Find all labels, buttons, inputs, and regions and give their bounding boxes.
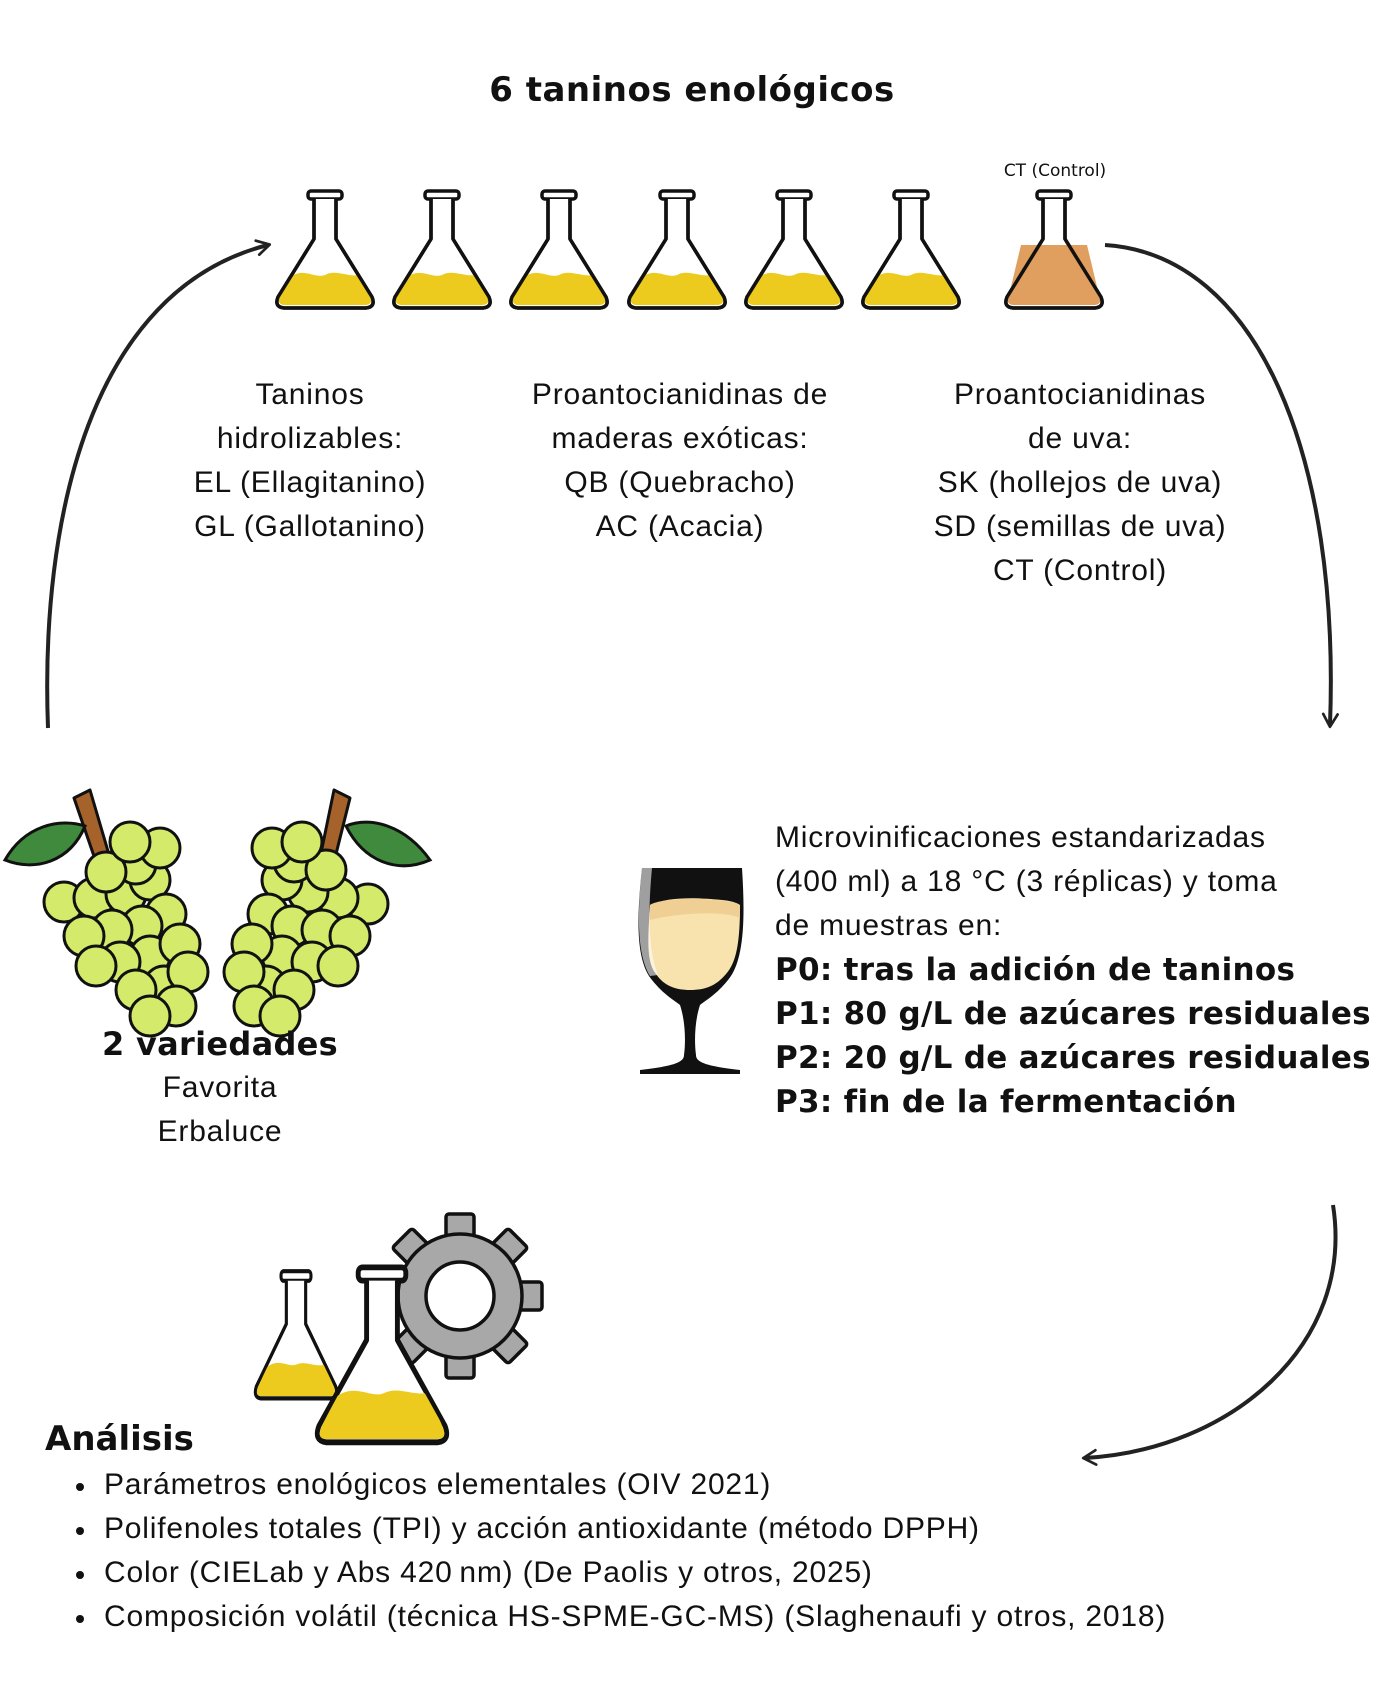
group-line: Proantocianidinas de [531, 378, 829, 411]
grape-berry [128, 994, 172, 1038]
control-flask-icon [1004, 189, 1104, 310]
tannin-flask-icon [627, 189, 727, 310]
analysis-item: Parámetros enológicos elementales (OIV 2… [70, 1463, 1166, 1507]
bullet-icon [76, 1527, 84, 1535]
analysis-item-text: Color (CIELab y Abs 420 nm) (De Paolis y… [104, 1556, 873, 1589]
micro-intro-line: (400 ml) a 18 °C (3 réplicas) y toma [775, 865, 1278, 898]
tannin-flask-icon [861, 189, 961, 310]
micro-intro-line: de muestras en: [775, 909, 1003, 942]
sampling-point: P0: tras la adición de taninos [775, 952, 1296, 988]
group-line: CT (Control) [992, 554, 1168, 587]
group-line: GL (Gallotanino) [194, 510, 426, 543]
tannin-flask-icon [744, 189, 844, 310]
tannin-flask-icon [275, 189, 375, 310]
varieties-block: 2 variedades Favorita Erbaluce [60, 1022, 380, 1154]
varieties-heading: 2 variedades [101, 1025, 339, 1063]
sampling-point: P2: 20 g/L de azúcares residuales [775, 1040, 1371, 1076]
sampling-point: P3: fin de la fermentación [775, 1084, 1237, 1120]
group-line: AC (Acacia) [595, 510, 765, 543]
arrow-icon [1081, 1204, 1338, 1466]
group-line: SK (hollejos de uva) [937, 466, 1223, 499]
diagram-title: 6 taninos enológicos [489, 70, 895, 110]
group-hydrolyzable: Taninos hidrolizables: EL (Ellagitanino)… [140, 373, 480, 549]
grape-bunch-icon [2, 788, 210, 1038]
grape-berry [258, 994, 302, 1038]
group-line: hidrolizables: [216, 422, 404, 455]
group-grape: Proantocianidinas de uva: SK (hollejos d… [900, 373, 1260, 593]
arrow-icon [45, 239, 272, 729]
grape-berry [84, 850, 128, 894]
group-line: Proantocianidinas [953, 378, 1207, 411]
grape-berry [108, 820, 152, 864]
bullet-icon [76, 1615, 84, 1623]
micro-intro-line: Microvinificaciones estandarizadas [775, 821, 1266, 854]
grape-berry [316, 944, 360, 988]
sampling-point: P1: 80 g/L de azúcares residuales [775, 996, 1371, 1032]
analysis-heading: Análisis [45, 1419, 194, 1459]
tannin-flask-icon [392, 189, 492, 310]
analysis-item: Color (CIELab y Abs 420 nm) (De Paolis y… [70, 1551, 1166, 1595]
variety-name: Erbaluce [157, 1115, 283, 1148]
group-line: EL (Ellagitanino) [193, 466, 427, 499]
group-exotic-wood: Proantocianidinas de maderas exóticas: Q… [500, 373, 860, 549]
analysis-item: Polifenoles totales (TPI) y acción antio… [70, 1507, 1166, 1551]
group-line: maderas exóticas: [551, 422, 809, 455]
microvinification-text: Microvinificaciones estandarizadas (400 … [775, 816, 1371, 1124]
arrow-icon [1104, 243, 1339, 729]
grape-bunch-icon [222, 788, 433, 1038]
bullet-icon [76, 1483, 84, 1491]
tannin-flask-icon [509, 189, 609, 310]
analysis-item-text: Composición volátil (técnica HS-SPME-GC-… [104, 1600, 1167, 1633]
variety-name: Favorita [162, 1071, 278, 1104]
group-line: Taninos [255, 378, 365, 411]
analysis-item-text: Polifenoles totales (TPI) y acción antio… [104, 1512, 980, 1545]
analysis-item-text: Parámetros enológicos elementales (OIV 2… [104, 1468, 772, 1501]
grape-berry [304, 848, 348, 892]
group-line: QB (Quebracho) [564, 466, 796, 499]
group-line: SD (semillas de uva) [933, 510, 1227, 543]
analysis-list: Parámetros enológicos elementales (OIV 2… [70, 1463, 1166, 1639]
analysis-item: Composición volátil (técnica HS-SPME-GC-… [70, 1595, 1166, 1639]
grape-berry [280, 820, 324, 864]
lab-flasks-icon [255, 1212, 544, 1442]
bullet-icon [76, 1571, 84, 1579]
grape-berry [74, 944, 118, 988]
ct-flask-label: CT (Control) [1003, 161, 1107, 181]
wine-glass-icon [638, 868, 744, 1074]
group-line: de uva: [1027, 422, 1132, 455]
